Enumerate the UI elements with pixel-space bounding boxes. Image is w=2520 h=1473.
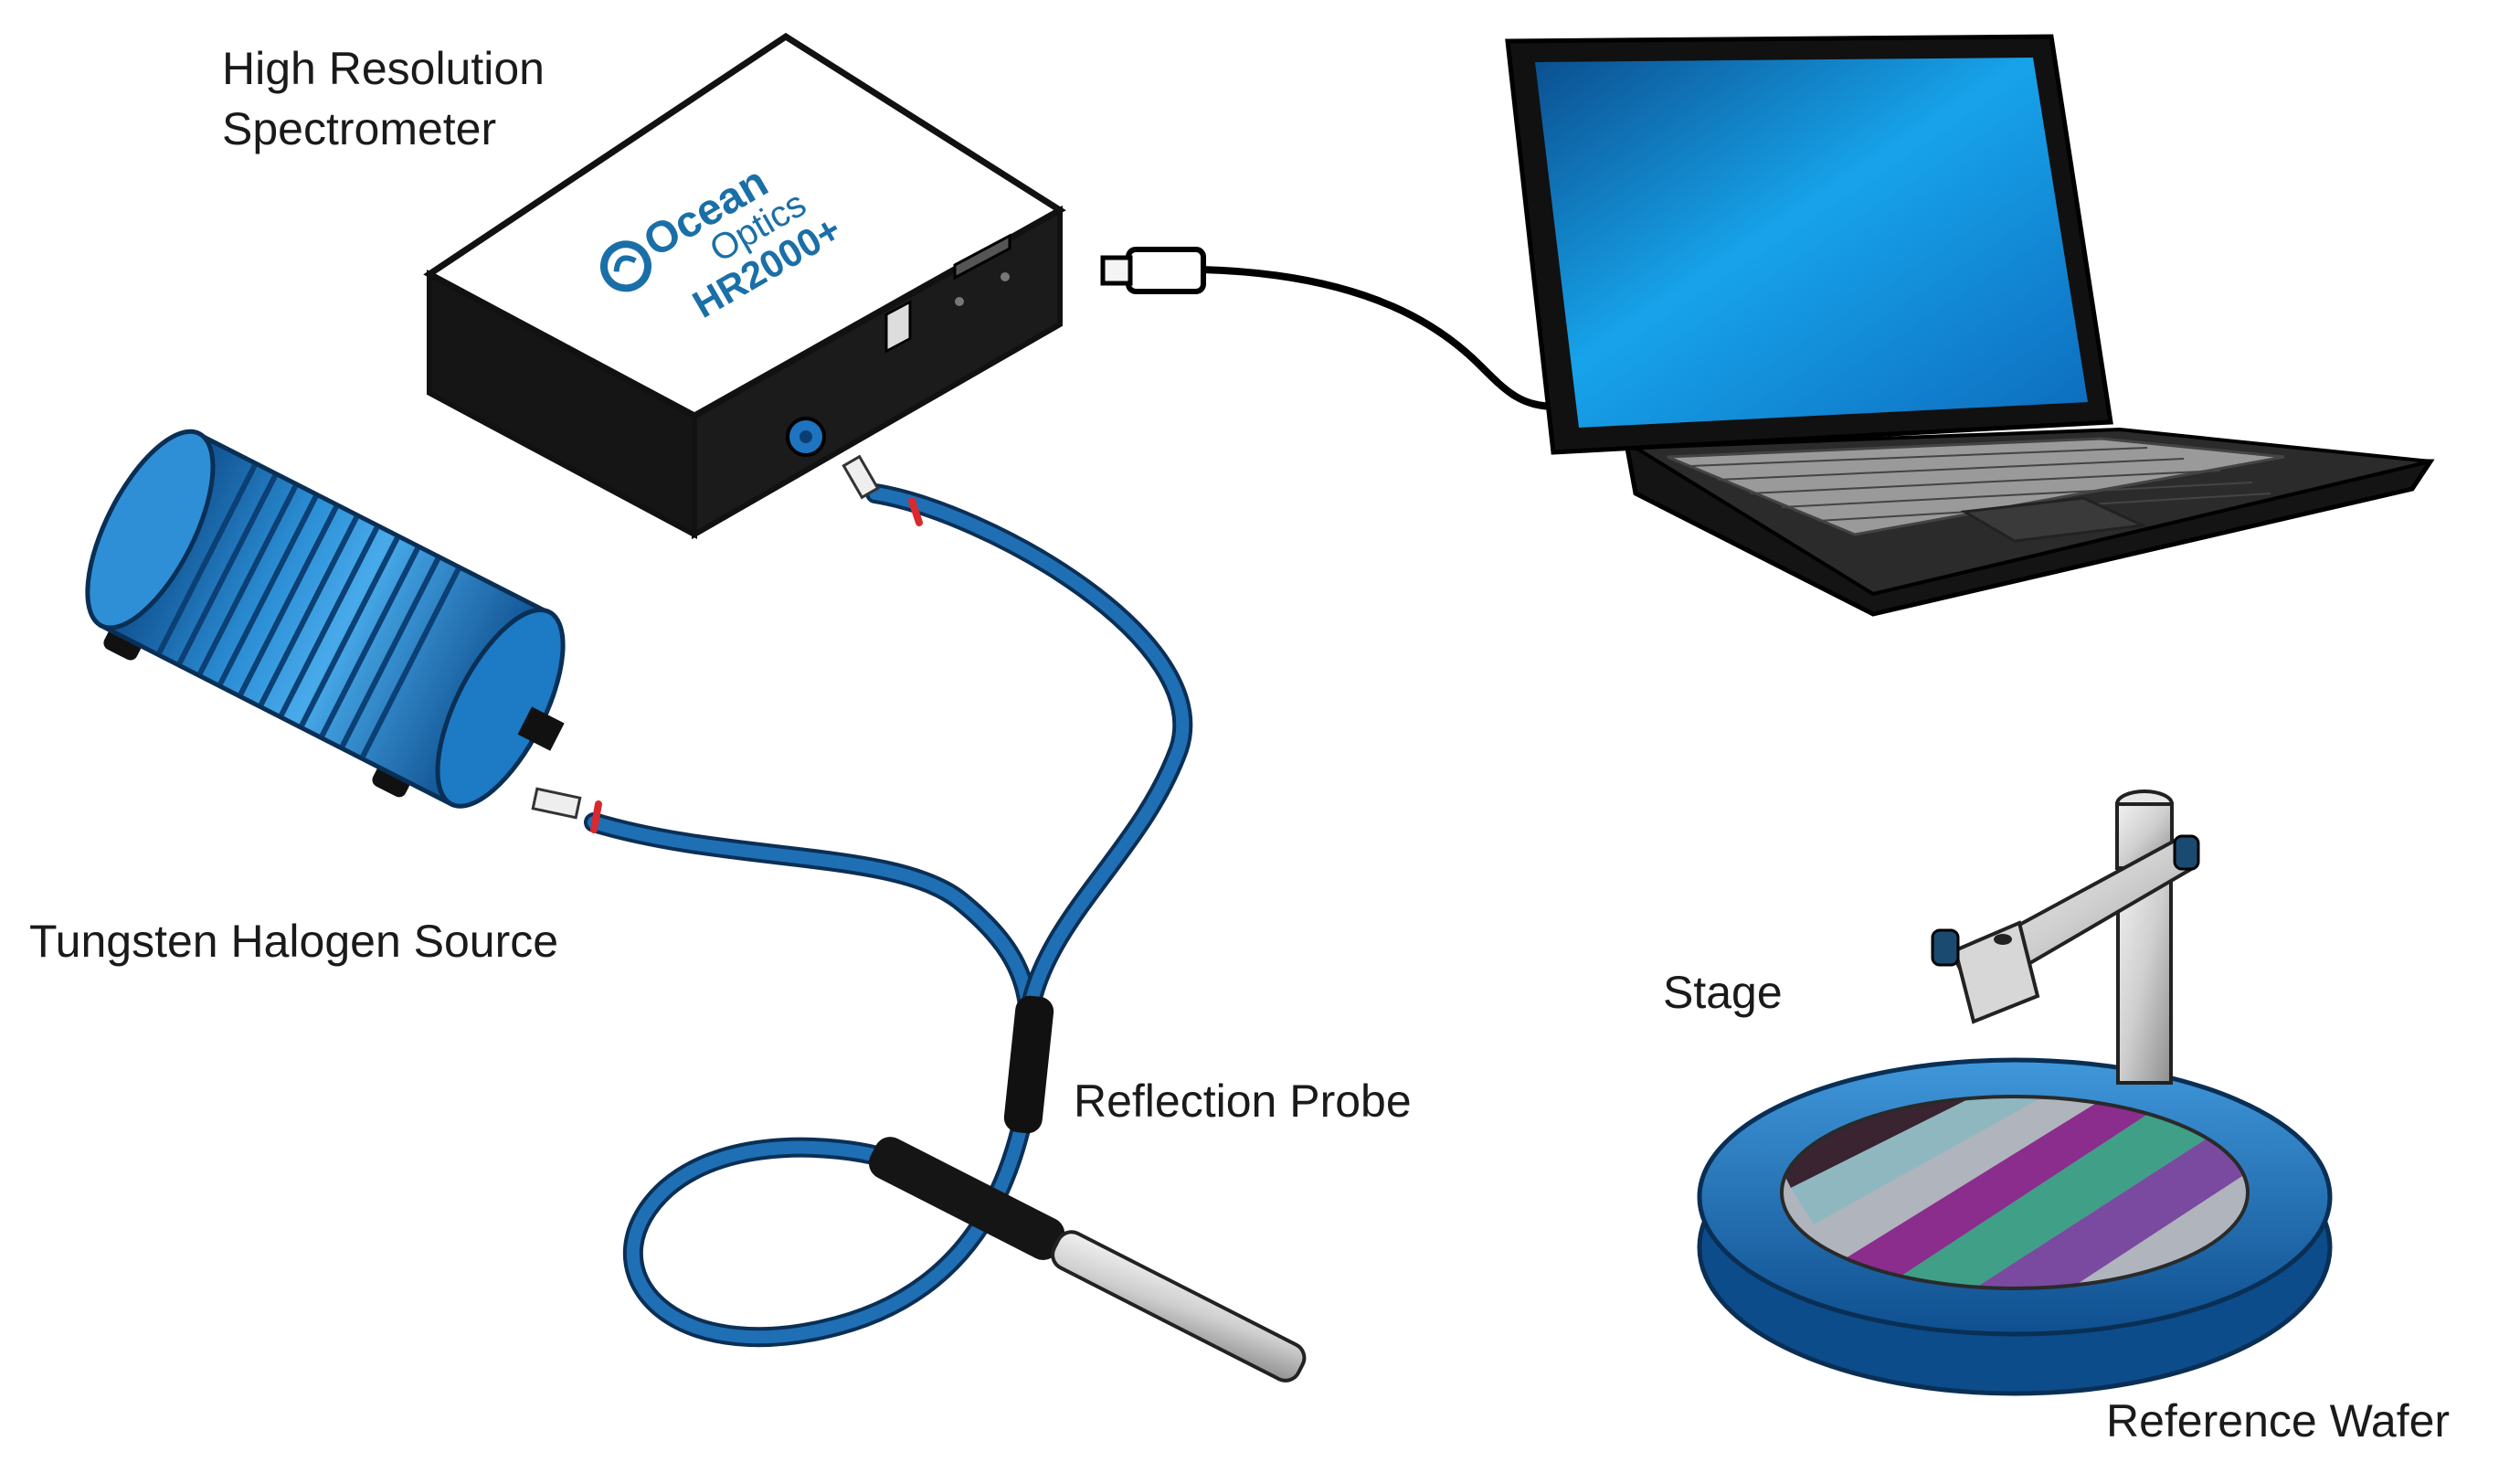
fiber-optic-cables bbox=[584, 483, 1193, 1348]
usb-cable bbox=[1100, 247, 1559, 410]
sma-ferrule-source bbox=[531, 787, 582, 820]
laptop-keyboard bbox=[1667, 437, 2285, 536]
wafer-stripe-3 bbox=[1841, 1097, 2175, 1288]
laptop bbox=[1505, 34, 2435, 617]
led-indicator bbox=[955, 297, 964, 306]
fiber-red-marker-2 bbox=[590, 800, 602, 833]
sd-slot bbox=[953, 233, 1011, 281]
spectrometer-label: High Resolution Spectrometer bbox=[222, 38, 545, 159]
stage-assembly bbox=[1697, 789, 2333, 1396]
sma-ferrule-spectrometer bbox=[842, 454, 880, 500]
keyboard-key-grid bbox=[1689, 447, 2271, 522]
fiber-bifurcation-breakout bbox=[1003, 995, 1054, 1134]
lamp-output-connector bbox=[517, 706, 565, 751]
reflection-probe-label: Reflection Probe bbox=[1074, 1076, 1412, 1127]
sma-connector-center bbox=[799, 430, 812, 443]
probe-holder-block bbox=[1953, 920, 2040, 1024]
laptop-screen bbox=[1535, 58, 2088, 428]
fiber-connectors bbox=[531, 454, 880, 820]
reflection-probe bbox=[868, 1137, 1307, 1383]
holder-thumbscrew bbox=[1931, 928, 1960, 967]
wafer-stripe-4 bbox=[1882, 1097, 2229, 1288]
tungsten-halogen-source bbox=[85, 429, 566, 809]
reference-wafer bbox=[1782, 1097, 2248, 1288]
fiber-to-spectrometer bbox=[865, 483, 1193, 1015]
spectrometer-top-face bbox=[423, 32, 1066, 419]
wafer-stripe-1 bbox=[1782, 1097, 2047, 1188]
reference-wafer-label: Reference Wafer bbox=[2106, 1395, 2451, 1447]
stage-label: Stage bbox=[1663, 967, 1783, 1018]
spectrometer: Ocean Optics HR2000+ bbox=[423, 32, 1066, 540]
wafer-outline bbox=[1780, 1095, 2250, 1290]
wafer-stripe-2 bbox=[1791, 1097, 2092, 1224]
led-indicator-2 bbox=[1001, 272, 1010, 281]
ocean-wave-logo-icon bbox=[600, 240, 651, 292]
holder-thumbscrew-2 bbox=[2173, 834, 2200, 871]
probe-black-sleeve bbox=[868, 1137, 1065, 1260]
fiber-red-marker bbox=[908, 497, 923, 526]
usb-plug bbox=[1126, 247, 1206, 294]
lamp-back-cap bbox=[85, 429, 216, 631]
laptop-touchpad bbox=[1960, 496, 2148, 543]
probe-steel-tip bbox=[1051, 1230, 1307, 1383]
lamp-cooling-fins bbox=[156, 463, 461, 758]
fiber-from-source bbox=[584, 812, 1038, 1015]
usb-plug-tip bbox=[1100, 255, 1133, 286]
wafer-stripe-5 bbox=[1946, 1124, 2248, 1288]
probe-holder-hole bbox=[1994, 934, 2012, 945]
light-source-label: Tungsten Halogen Source bbox=[29, 916, 559, 967]
spectrometer-label-line1: High Resolution bbox=[222, 43, 545, 94]
usb-port bbox=[884, 300, 912, 354]
spectrometer-label-line2: Spectrometer bbox=[222, 103, 497, 154]
